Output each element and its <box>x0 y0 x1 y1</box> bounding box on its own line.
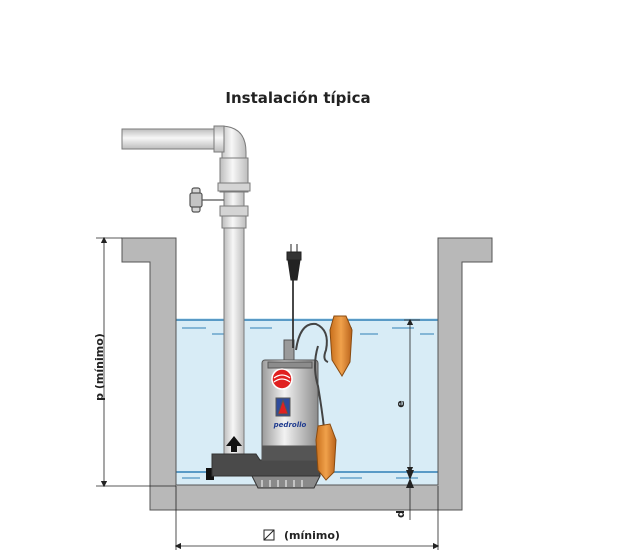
float-switch-upper <box>329 315 353 377</box>
flow-arrow-up-icon <box>226 436 242 452</box>
discharge-pipe <box>121 125 251 459</box>
dimension-width <box>174 486 440 550</box>
dimension-depth <box>96 236 176 488</box>
brand-label: pedrollo <box>273 421 307 429</box>
square-symbol-icon <box>263 529 275 541</box>
min-level-label: d <box>394 510 407 518</box>
sump-walls <box>121 237 493 511</box>
width-label: (mínimo) <box>284 529 340 542</box>
plug-icon <box>286 244 302 281</box>
float-range-label: e <box>394 400 407 407</box>
dimension-min-level <box>406 470 414 520</box>
pump-body: pedrollo <box>261 339 319 461</box>
depth-label: p (mínimo) <box>93 333 106 401</box>
diagram-title: Instalación típica <box>225 89 370 107</box>
valve-handwheel-icon <box>189 187 224 213</box>
dimension-float-range <box>404 318 420 474</box>
float-cable <box>295 322 329 429</box>
float-switch-lower <box>315 423 337 481</box>
pump-base <box>211 453 321 489</box>
